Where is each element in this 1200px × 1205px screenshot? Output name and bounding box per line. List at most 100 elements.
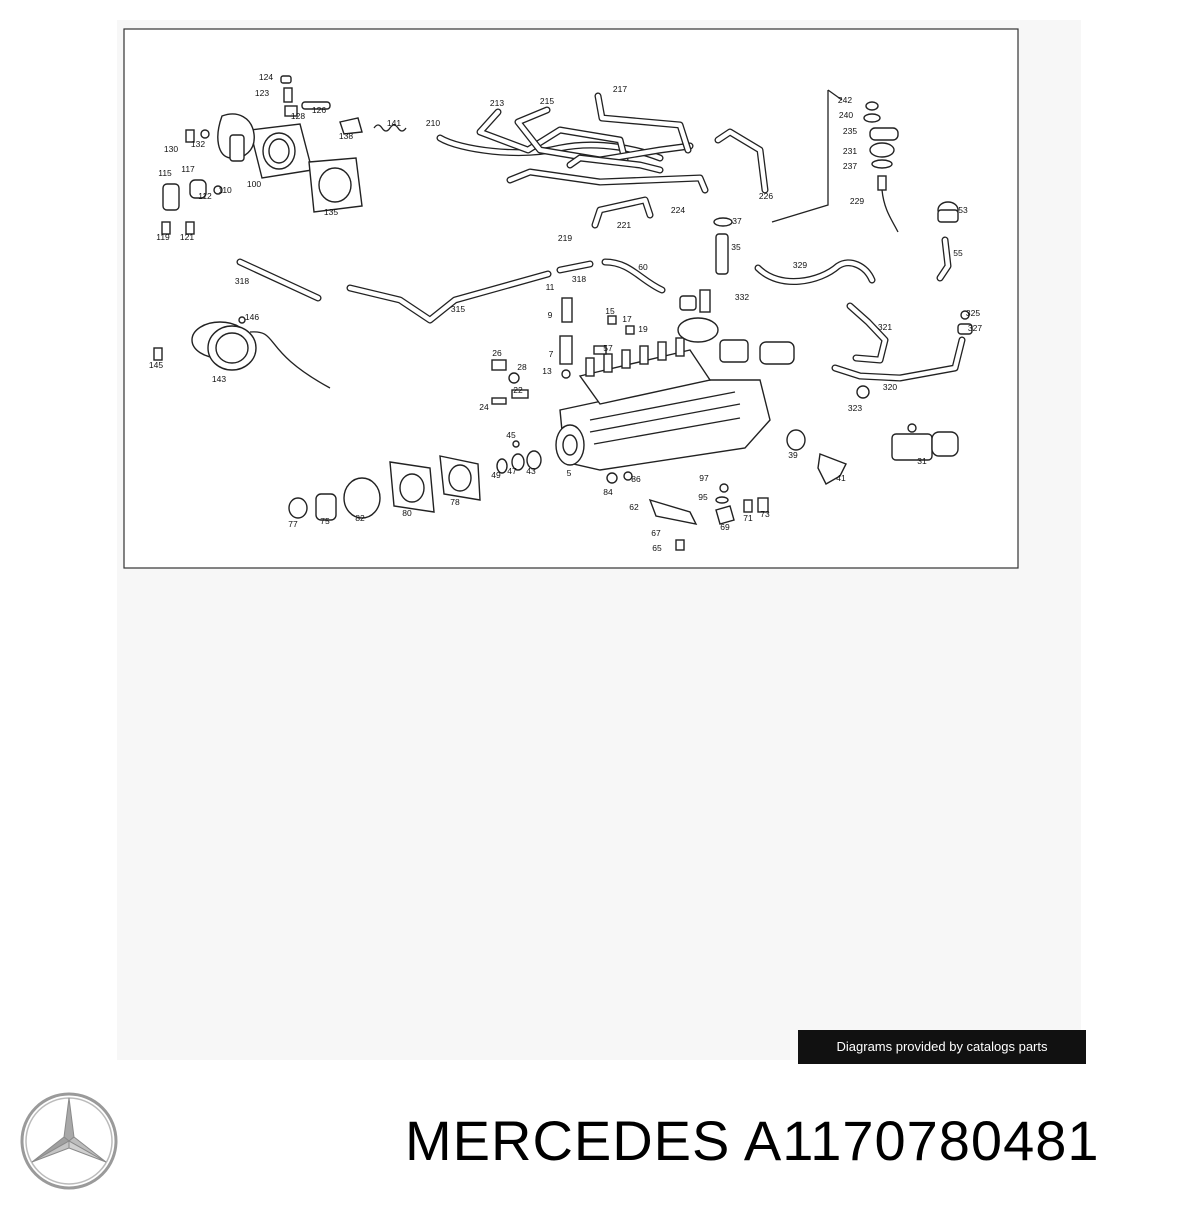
callout-318: 318 [572, 274, 586, 284]
callout-329: 329 [793, 260, 807, 270]
callout-119: 119 [156, 232, 170, 242]
callout-95: 95 [698, 492, 708, 502]
part-number: A1170780481 [743, 1109, 1100, 1172]
callout-55: 55 [953, 248, 963, 258]
callout-11: 11 [546, 282, 555, 292]
callout-43: 43 [526, 466, 536, 476]
callout-323: 323 [848, 403, 862, 413]
callout-215: 215 [540, 96, 554, 106]
return-pipes [236, 258, 876, 324]
callout-67: 67 [651, 528, 661, 538]
callout-121: 121 [180, 232, 194, 242]
callout-315: 315 [451, 304, 465, 314]
callout-138: 138 [339, 131, 353, 141]
callout-75: 75 [320, 516, 330, 526]
callout-115: 115 [158, 168, 172, 178]
callout-112: 112 [198, 191, 212, 201]
callout-19: 19 [638, 324, 648, 334]
callout-242: 242 [838, 95, 852, 105]
throttle-housing [185, 75, 407, 213]
callout-145: 145 [149, 360, 163, 370]
callout-110: 110 [218, 185, 232, 195]
callout-128: 128 [291, 111, 305, 121]
injection-pump [555, 289, 795, 471]
callout-78: 78 [450, 497, 460, 507]
valve-group [786, 423, 959, 485]
vacuum-unit [161, 179, 223, 235]
hose-clamp [153, 316, 331, 389]
callout-332: 332 [735, 292, 749, 302]
brackets [648, 483, 769, 551]
callout-321: 321 [878, 322, 892, 332]
ring-37 [713, 217, 733, 227]
callout-126: 126 [312, 105, 326, 115]
callout-82: 82 [355, 513, 365, 523]
callout-123: 123 [255, 88, 269, 98]
callout-53: 53 [958, 205, 968, 215]
damper-stack [863, 101, 899, 233]
callout-41: 41 [836, 473, 846, 483]
injection-lines [436, 89, 843, 229]
callout-77: 77 [288, 519, 298, 529]
callout-71: 71 [743, 513, 753, 523]
callout-35: 35 [731, 242, 741, 252]
callout-62: 62 [629, 502, 639, 512]
callout-49: 49 [491, 470, 501, 480]
callout-235: 235 [843, 126, 857, 136]
callout-97: 97 [699, 473, 709, 483]
callout-45: 45 [506, 430, 516, 440]
callout-237: 237 [843, 161, 857, 171]
callout-80: 80 [402, 508, 412, 518]
callout-320: 320 [883, 382, 897, 392]
callout-213: 213 [490, 98, 504, 108]
callout-318: 318 [235, 276, 249, 286]
coolant-pipes [831, 302, 973, 399]
callout-327: 327 [968, 323, 982, 333]
callout-69: 69 [720, 522, 730, 532]
callout-132: 132 [191, 139, 205, 149]
callout-17: 17 [622, 314, 632, 324]
callout-141: 141 [387, 118, 401, 128]
callout-124: 124 [259, 72, 273, 82]
callout-60: 60 [638, 262, 648, 272]
callout-130: 130 [164, 144, 178, 154]
callout-325: 325 [966, 308, 980, 318]
mercedes-star-icon [18, 1090, 120, 1192]
callout-47: 47 [507, 466, 517, 476]
callout-86: 86 [631, 474, 641, 484]
callout-9: 9 [548, 310, 553, 320]
callout-65: 65 [652, 543, 662, 553]
part-title: MERCEDES A1170780481 [405, 1106, 1100, 1176]
callout-100: 100 [247, 179, 261, 189]
callout-210: 210 [426, 118, 440, 128]
callout-231: 231 [843, 146, 857, 156]
callout-24: 24 [479, 402, 489, 412]
callout-143: 143 [212, 374, 226, 384]
callout-224: 224 [671, 205, 685, 215]
callout-73: 73 [760, 509, 770, 519]
callout-37: 37 [732, 216, 742, 226]
brand-name: MERCEDES [405, 1109, 731, 1172]
sleeve-35 [715, 233, 729, 275]
oil-cap [936, 201, 959, 282]
callout-22: 22 [513, 385, 523, 395]
pump-fasteners [491, 297, 635, 405]
callout-84: 84 [603, 487, 613, 497]
callout-240: 240 [839, 110, 853, 120]
callout-28: 28 [517, 362, 527, 372]
part-drawings [153, 75, 973, 551]
callout-146: 146 [245, 312, 259, 322]
callout-219: 219 [558, 233, 572, 243]
callout-31: 31 [917, 456, 927, 466]
callout-7: 7 [549, 349, 554, 359]
callout-226: 226 [759, 191, 773, 201]
callout-5: 5 [567, 468, 572, 478]
watermark-badge: Diagrams provided by catalogs parts [798, 1030, 1086, 1064]
callout-39: 39 [788, 450, 798, 460]
callout-217: 217 [613, 84, 627, 94]
callout-229: 229 [850, 196, 864, 206]
callout-13: 13 [542, 366, 552, 376]
callout-135: 135 [324, 207, 338, 217]
